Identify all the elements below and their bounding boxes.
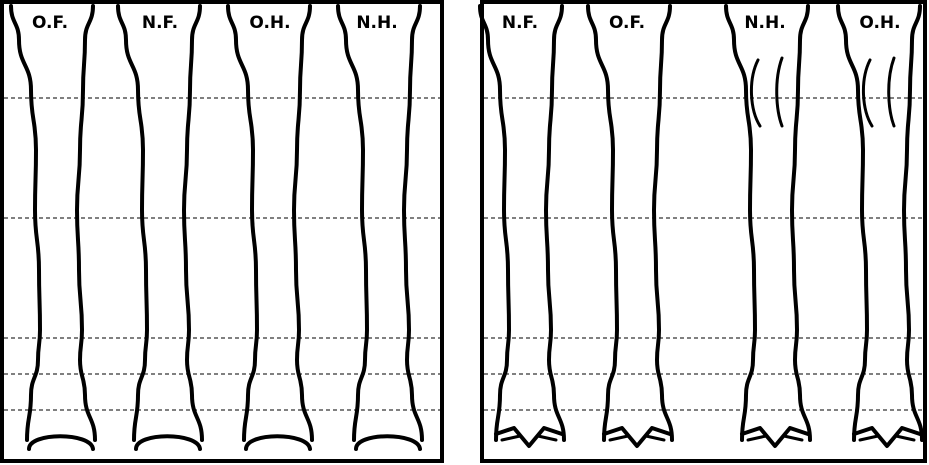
leg-outline [838,6,922,446]
hoof-heel-mark [860,436,914,440]
leg-right-edge [184,6,202,440]
leg-left-edge [11,6,40,440]
leg-right-edge [904,6,922,440]
hoof-heel-mark [502,436,556,440]
hock-mark-left [751,60,760,126]
hoof-heel-mark [748,436,802,440]
leg-left-edge [338,6,367,440]
leg-outline [480,6,564,446]
right-label-4: O.H. [859,13,900,33]
hoof-crown-notched [854,428,920,446]
leg-left-edge [228,6,257,440]
leg-right-edge [294,6,312,440]
leg-left-edge [588,6,617,440]
left-panel-frame [2,2,442,461]
leg-right-edge [654,6,672,440]
left-label-4: N.H. [356,13,397,33]
leg-outline [726,6,810,446]
left-panel: O.F. N.F. O.H. N.H. [2,2,442,461]
leg-outline [118,6,202,449]
hoof-crown-flat [136,436,200,449]
hoof-crown-flat [246,436,310,449]
hoof-crown-notched [742,428,808,446]
leg-left-edge [118,6,147,440]
right-label-3: N.H. [744,13,785,33]
hoof-heel-mark [610,436,664,440]
hoof-crown-notched [604,428,670,446]
leg-outline [338,6,422,449]
left-label-2: N.F. [142,13,178,33]
leg-right-edge [792,6,810,440]
hoof-crown-notched [496,428,562,446]
leg-outline [588,6,672,446]
leg-left-edge [726,6,755,440]
left-label-1: O.F. [32,13,68,33]
leg-left-edge [480,6,509,440]
left-label-3: O.H. [249,13,290,33]
left-legs [11,6,422,449]
leg-outline [228,6,312,449]
hock-mark-right [889,58,894,126]
leg-outline [11,6,95,449]
leg-right-edge [546,6,564,440]
hock-mark-right [777,58,782,126]
right-legs [480,6,922,446]
hoof-crown-flat [29,436,93,449]
hoof-crown-flat [356,436,420,449]
right-label-1: N.F. [502,13,538,33]
right-panel: N.F. O.F. N.H. O.H. [480,2,925,461]
right-label-2: O.F. [609,13,645,33]
leg-right-edge [77,6,95,440]
left-guide-lines [4,98,440,410]
hock-mark-left [863,60,872,126]
leg-left-edge [838,6,867,440]
leg-right-edge [404,6,422,440]
